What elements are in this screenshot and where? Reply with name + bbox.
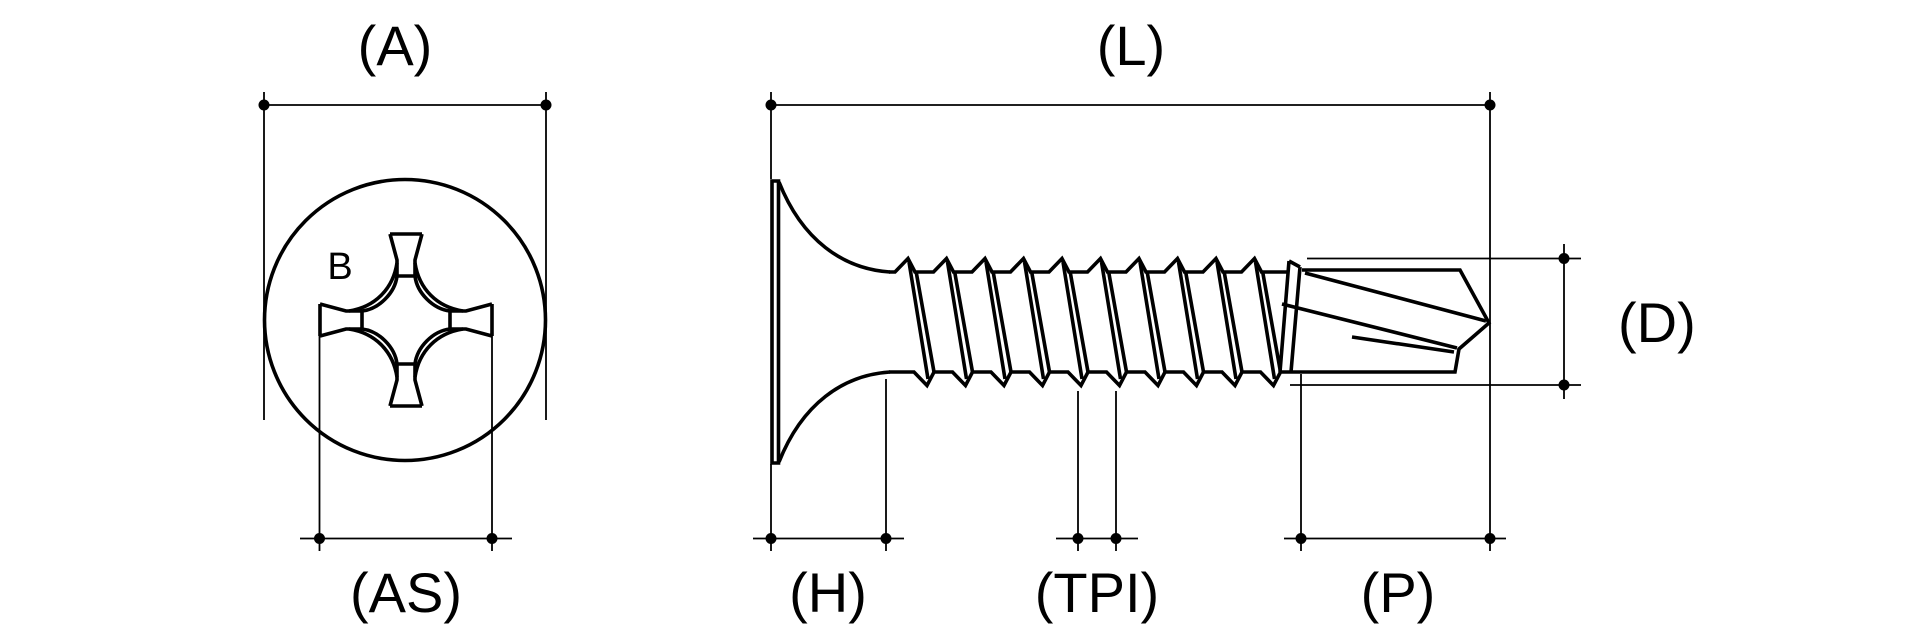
dimension-D: (D) [1290, 244, 1696, 399]
endpoint-dot [1484, 99, 1496, 111]
endpoint-dot [486, 533, 498, 544]
thread-top-profile [889, 255, 1289, 274]
dim-label-P: (P) [1361, 561, 1436, 624]
head-face [770, 179, 781, 465]
thread-flank-lines [907, 261, 1283, 380]
dim-label-AS: (AS) [350, 561, 462, 624]
dimension-P: (P) [1284, 374, 1506, 624]
recess-wing-outer-curve [413, 262, 464, 313]
dim-label-H: (H) [789, 561, 867, 624]
recess-arm [388, 232, 424, 278]
dim-label-L: (L) [1097, 14, 1165, 77]
dimension-H: (H) [753, 379, 904, 624]
dimension-AS: (AS) [300, 336, 512, 624]
endpoint-dot [1072, 533, 1084, 544]
dimension-TPI: (TPI) [1035, 391, 1159, 624]
recess-wing-inner-curve [413, 275, 451, 313]
endpoint-dot [1295, 533, 1307, 544]
drill-point-outline [1289, 268, 1492, 374]
endpoint-dot [540, 99, 552, 111]
endpoint-dot [314, 533, 325, 544]
endpoint-dot [1484, 533, 1496, 544]
recess-point-label: B [327, 246, 352, 288]
drill-point-flute-lines [1281, 271, 1487, 354]
head-outline-circle [262, 177, 548, 463]
dimension-L: (L) [765, 14, 1496, 551]
endpoint-dot [1110, 533, 1122, 544]
dim-label-TPI: (TPI) [1035, 561, 1159, 624]
drill-point-flute-entry [1278, 259, 1302, 373]
endpoint-dot [1558, 379, 1570, 391]
thread-bottom-profile [889, 370, 1289, 389]
screw-side-view [770, 179, 1492, 465]
head-top-view: B [262, 177, 548, 463]
dimension-A: (A) [258, 14, 552, 420]
endpoint-dot [765, 533, 777, 544]
endpoint-dot [880, 533, 892, 544]
head-cone-top-curve [777, 181, 891, 274]
endpoint-dot [765, 99, 777, 111]
endpoint-dot [258, 99, 270, 111]
endpoint-dot [1558, 253, 1570, 264]
phillips-recess [318, 232, 494, 408]
dim-label-A: (A) [358, 14, 433, 77]
head-cone-bottom-curve [777, 370, 891, 463]
dim-label-D: (D) [1618, 291, 1696, 354]
